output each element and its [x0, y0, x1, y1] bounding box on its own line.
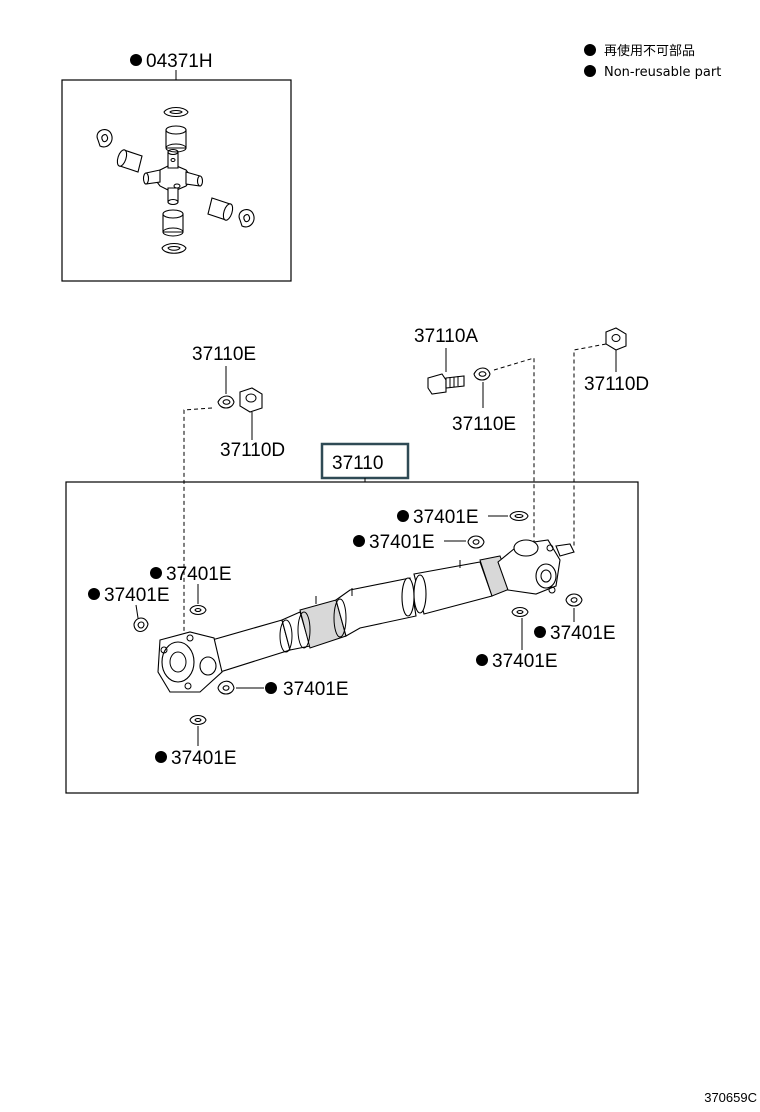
hex-nut-icon [239, 387, 263, 413]
svg-text:37401E: 37401E [369, 532, 435, 553]
non-reusable-bullet-icon [265, 682, 277, 694]
inset-part-number: 04371H [146, 51, 213, 72]
callout-37401E: 37401E [397, 507, 508, 528]
snap-ring-icon [161, 242, 187, 254]
non-reusable-bullet-icon [584, 65, 596, 77]
snap-ring-icon [189, 604, 207, 616]
svg-text:37401E: 37401E [283, 679, 349, 700]
snap-ring-icon [511, 606, 529, 618]
non-reusable-bullet-icon [353, 535, 365, 547]
callout-37401E: 37401E [534, 608, 616, 644]
hex-nut-icon [605, 327, 627, 351]
legend: 再使用不可部品 Non-reusable part [584, 43, 721, 80]
callout-37110D-left: 37110D [220, 440, 285, 461]
svg-text:37401E: 37401E [104, 585, 170, 606]
non-reusable-bullet-icon [397, 510, 409, 522]
legend-label-en: Non-reusable part [604, 65, 721, 80]
assembly-frame [65, 481, 639, 794]
snap-ring-icon [467, 535, 485, 549]
non-reusable-bullet-icon [155, 751, 167, 763]
snap-ring-icon [133, 617, 149, 633]
snap-ring-icon [509, 510, 529, 522]
non-reusable-bullet-icon [534, 626, 546, 638]
part-number-frame [320, 442, 410, 480]
svg-text:37401E: 37401E [413, 507, 479, 528]
callout-37110E-left: 37110E [192, 344, 256, 365]
bearing-cup-icon [162, 209, 184, 237]
callout-37401E: 37401E [353, 532, 466, 553]
spider-cross-icon [142, 148, 204, 206]
callout-37110A: 37110A [414, 326, 478, 347]
bearing-cup-icon [207, 197, 234, 221]
main-assembly: 37110 [65, 343, 639, 794]
svg-text:37401E: 37401E [550, 623, 616, 644]
bearing-cup-icon [116, 149, 143, 173]
callout-37401E: 37401E [236, 679, 349, 700]
snap-ring-icon [565, 593, 583, 607]
non-reusable-bullet-icon [476, 654, 488, 666]
callout-37110E-right: 37110E [452, 414, 516, 435]
alignment-leader [183, 407, 213, 632]
lock-washer-icon [217, 395, 235, 409]
right-flange-bolt-hardware: 37110A 37110E [414, 326, 516, 435]
callout-37401E: 37401E [88, 585, 170, 619]
snap-ring-icon [96, 129, 113, 148]
bearing-cup-icon [165, 125, 187, 153]
callout-37401E: 37401E [150, 564, 232, 604]
callout-37401E: 37401E [476, 618, 558, 672]
snap-ring-icon [189, 714, 207, 726]
flange-bolt-icon [427, 373, 465, 395]
main-part-number: 37110 [332, 453, 383, 474]
inset-frame [61, 79, 292, 282]
alignment-leader [493, 357, 535, 548]
lock-washer-icon [473, 367, 491, 381]
non-reusable-bullet-icon [150, 567, 162, 579]
spider-kit-inset: 04371H [61, 51, 292, 282]
non-reusable-bullet-icon [130, 54, 142, 66]
drawing-number: 370659C [704, 1090, 757, 1105]
svg-text:37401E: 37401E [492, 651, 558, 672]
non-reusable-bullet-icon [584, 44, 596, 56]
legend-label-jp: 再使用不可部品 [604, 43, 695, 59]
callout-37401E: 37401E [155, 726, 237, 769]
snap-ring-icon [217, 680, 235, 695]
svg-text:37401E: 37401E [166, 564, 232, 585]
left-flange-hardware: 37110E 37110D [192, 344, 285, 461]
non-reusable-bullet-icon [88, 588, 100, 600]
alignment-leader [573, 343, 607, 546]
callout-37110D-right: 37110D [584, 374, 649, 395]
snap-ring-icon [238, 209, 255, 228]
snap-ring-icon [163, 106, 189, 118]
right-flange-nut-hardware: 37110D [584, 327, 649, 395]
svg-text:37401E: 37401E [171, 748, 237, 769]
propeller-shaft-icon [157, 539, 575, 693]
